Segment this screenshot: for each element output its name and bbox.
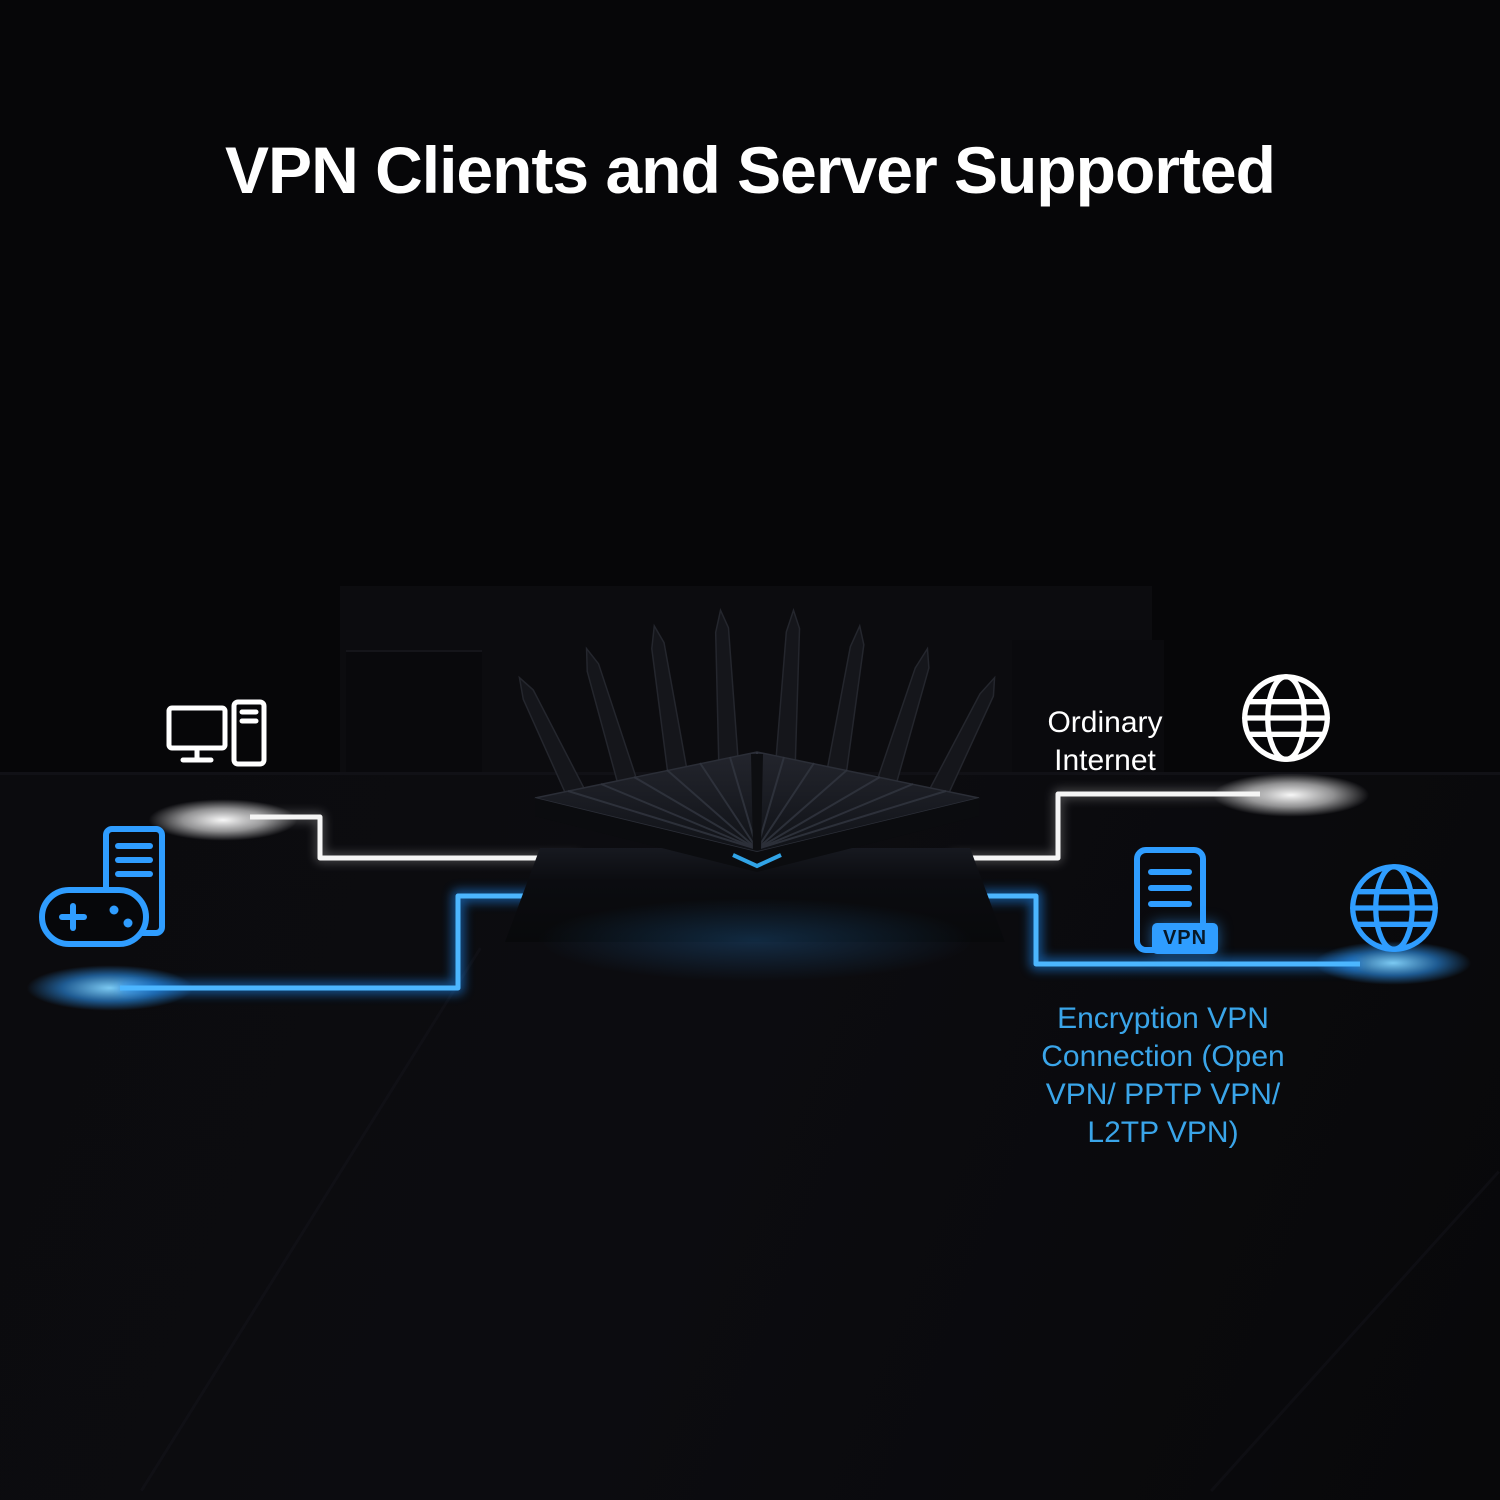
globe-icon xyxy=(1242,674,1330,762)
globe-icon xyxy=(1350,864,1438,952)
vpn-badge: VPN xyxy=(1152,923,1218,954)
router-antennas xyxy=(518,607,996,814)
wifi-router-icon xyxy=(518,607,996,872)
white-ordinary-line xyxy=(250,791,1260,861)
background-left-block xyxy=(346,650,482,776)
router-status-light xyxy=(732,853,782,869)
vpn-connection-label: Encryption VPN Connection (Open VPN/ PPT… xyxy=(1041,1002,1285,1150)
page-title: VPN Clients and Server Supported xyxy=(225,133,1276,207)
blue-vpn-line xyxy=(120,893,1360,991)
gaming-pc-gamepad-icon xyxy=(39,826,165,947)
router-platform-glow xyxy=(535,898,975,982)
ordinary-internet-label: Ordinary Internet xyxy=(1047,706,1163,778)
router-center-spine xyxy=(751,754,763,850)
desktop-computer-icon xyxy=(166,699,267,767)
router-base xyxy=(535,798,979,872)
